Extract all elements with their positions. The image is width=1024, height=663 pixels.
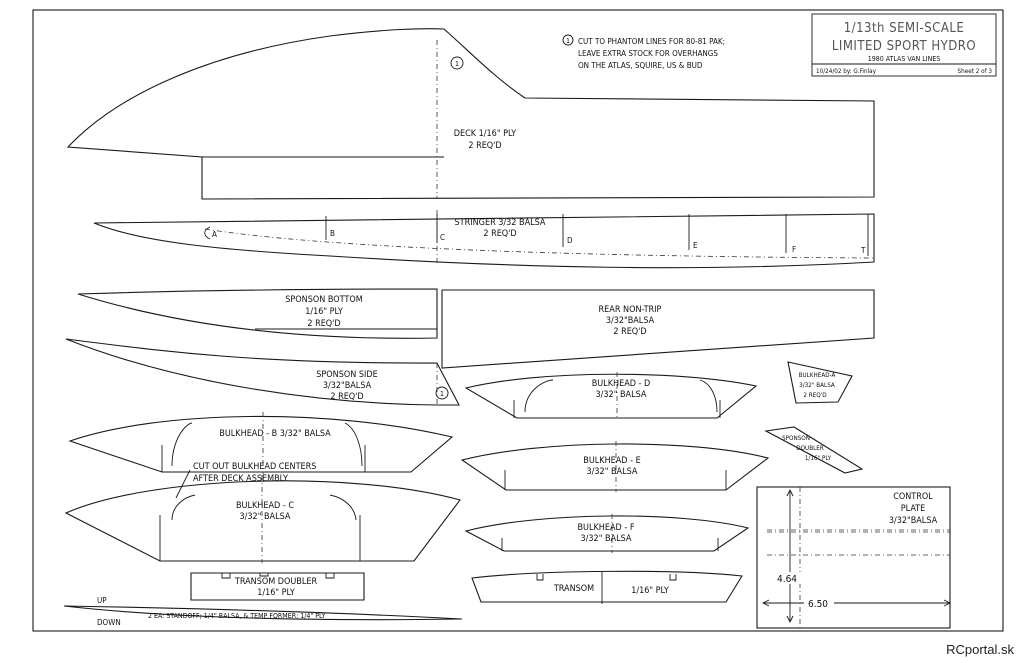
title-line3: 1980 ATLAS VAN LINES xyxy=(868,55,941,63)
transom-part: TRANSOM 1/16" PLY xyxy=(471,570,743,604)
title-line2: LIMITED SPORT HYDRO xyxy=(832,39,976,54)
sponson-bottom-label: SPONSON BOTTOM xyxy=(285,295,362,305)
note-line3: ON THE ATLAS, SQUIRE, US & BUD xyxy=(578,61,703,70)
sponson-bottom-qty: 2 REQ'D xyxy=(307,319,340,329)
deck-label: DECK 1/16" PLY xyxy=(454,129,517,139)
control-plate-material: 3/32"BALSA xyxy=(889,516,938,526)
stringer-station-c: C xyxy=(440,233,445,242)
control-plate-part: CONTROL PLATE 3/32"BALSA 4.64 6.50 xyxy=(756,486,952,629)
note-line2: LEAVE EXTRA STOCK FOR OVERHANGS xyxy=(578,49,718,58)
sheet-border xyxy=(32,9,1004,632)
stringer-qty: 2 REQ'D xyxy=(483,229,516,239)
sponson-doubler-part: SPONSON DOUBLER 1/16" PLY xyxy=(764,426,864,474)
transom-doubler-material: 1/16" PLY xyxy=(257,588,295,598)
stringer-station-b: B xyxy=(330,229,335,238)
stringer-station-a: A xyxy=(212,230,217,239)
bulkhead-b-label: BULKHEAD - B 3/32" BALSA xyxy=(219,429,331,439)
transom-doubler-label: TRANSOM DOUBLER xyxy=(234,577,318,587)
sponson-doubler-line2: DOUBLER xyxy=(796,445,824,452)
bulkhead-d-label: BULKHEAD - D xyxy=(592,379,651,389)
transom-label: TRANSOM xyxy=(553,584,594,594)
title-block: 1/13th SEMI-SCALE LIMITED SPORT HYDRO 19… xyxy=(811,13,997,77)
control-plate-label: CONTROL xyxy=(893,492,933,502)
title-sheet-number: Sheet 2 of 3 xyxy=(958,68,993,75)
bulkhead-c-part: BULKHEAD - C 3/32" BALSA xyxy=(64,475,461,563)
bulkhead-f-label: BULKHEAD - F xyxy=(577,523,634,533)
bulkhead-e-material: 3/32" BALSA xyxy=(587,467,638,477)
cut-note-line1: CUT OUT BULKHEAD CENTERS xyxy=(193,462,316,472)
stringer-station-t: T xyxy=(860,246,866,255)
sponson-bottom-material: 1/16" PLY xyxy=(305,307,343,317)
deck-marker: 1 xyxy=(455,60,459,68)
bulkhead-e-label: BULKHEAD - E xyxy=(583,456,640,466)
rear-non-trip-material: 3/32"BALSA xyxy=(606,316,655,326)
sponson-doubler-label: SPONSON xyxy=(782,435,810,442)
stringer-part: A B C D E F T STRINGER 3/32 BALSA 2 REQ'… xyxy=(93,210,875,269)
sponson-side-material: 3/32"BALSA xyxy=(323,381,372,391)
sponson-bottom-part: SPONSON BOTTOM 1/16" PLY 2 REQ'D xyxy=(77,288,438,339)
stringer-label: STRINGER 3/32 BALSA xyxy=(455,218,546,228)
standoff-up-label: UP xyxy=(97,596,107,605)
control-plate-line2: PLATE xyxy=(901,504,926,514)
note-line1: CUT TO PHANTOM LINES FOR 80-81 PAK; xyxy=(578,37,725,46)
bulkhead-b-part: BULKHEAD - B 3/32" BALSA xyxy=(68,412,454,474)
stringer-station-d: D xyxy=(567,236,573,245)
rear-non-trip-part: REAR NON-TRIP 3/32"BALSA 2 REQ'D xyxy=(441,289,875,369)
bulkhead-c-label: BULKHEAD - C xyxy=(236,501,294,511)
stringer-station-e: E xyxy=(693,241,698,250)
deck-qty: 2 REQ'D xyxy=(468,141,501,151)
control-plate-height-dim: 4.64 xyxy=(777,574,797,585)
bulkhead-c-material: 3/32" BALSA xyxy=(240,512,291,522)
bulkhead-a-part: BULKHEAD-A 3/32" BALSA 2 REQ'D xyxy=(787,361,853,404)
control-plate-width-dim: 6.50 xyxy=(808,599,828,610)
title-date-author: 10/24/02 by: G.Finlay xyxy=(816,68,877,75)
deck-part: 1 DECK 1/16" PLY 2 REQ'D xyxy=(66,28,875,200)
bulkhead-f-part: BULKHEAD - F 3/32" BALSA xyxy=(464,514,750,553)
sponson-doubler-material: 1/16" PLY xyxy=(805,455,832,462)
standoff-part: UP DOWN 2 EA: STANDOFF; 1/4" BALSA, & TE… xyxy=(63,596,463,627)
cut-note-line2: AFTER DECK ASSEMBLY xyxy=(193,474,288,484)
sponson-side-part: 1 SPONSON SIDE 3/32"BALSA 2 REQ'D xyxy=(65,338,460,406)
stringer-station-f: F xyxy=(792,245,796,254)
watermark-text: RCportal.sk xyxy=(946,642,1014,657)
cut-centers-note: CUT OUT BULKHEAD CENTERS AFTER DECK ASSE… xyxy=(175,462,316,499)
standoff-note: 2 EA: STANDOFF; 1/4" BALSA, & TEMP FORME… xyxy=(148,612,326,620)
rear-non-trip-label: REAR NON-TRIP xyxy=(599,305,662,315)
sponson-side-label: SPONSON SIDE xyxy=(316,370,377,380)
bulkhead-e-part: BULKHEAD - E 3/32" BALSA xyxy=(460,441,770,492)
standoff-down-label: DOWN xyxy=(97,618,121,627)
bulkhead-a-material: 3/32" BALSA xyxy=(799,382,835,389)
title-line1: 1/13th SEMI-SCALE xyxy=(844,21,965,36)
bulkhead-f-material: 3/32" BALSA xyxy=(581,534,632,544)
bulkhead-d-material: 3/32" BALSA xyxy=(596,390,647,400)
phantom-lines-note: 1 CUT TO PHANTOM LINES FOR 80-81 PAK; LE… xyxy=(562,34,725,70)
note-marker: 1 xyxy=(566,37,570,45)
sponson-side-qty: 2 REQ'D xyxy=(330,392,363,402)
bulkhead-a-qty: 2 REQ'D xyxy=(803,392,827,399)
rear-non-trip-qty: 2 REQ'D xyxy=(613,327,646,337)
bulkhead-d-part: BULKHEAD - D 3/32" BALSA xyxy=(464,372,758,420)
sponson-side-marker: 1 xyxy=(440,390,444,398)
transom-doubler-part: TRANSOM DOUBLER 1/16" PLY xyxy=(190,572,365,601)
transom-material: 1/16" PLY xyxy=(631,586,669,596)
bulkhead-a-label: BULKHEAD-A xyxy=(799,372,836,379)
